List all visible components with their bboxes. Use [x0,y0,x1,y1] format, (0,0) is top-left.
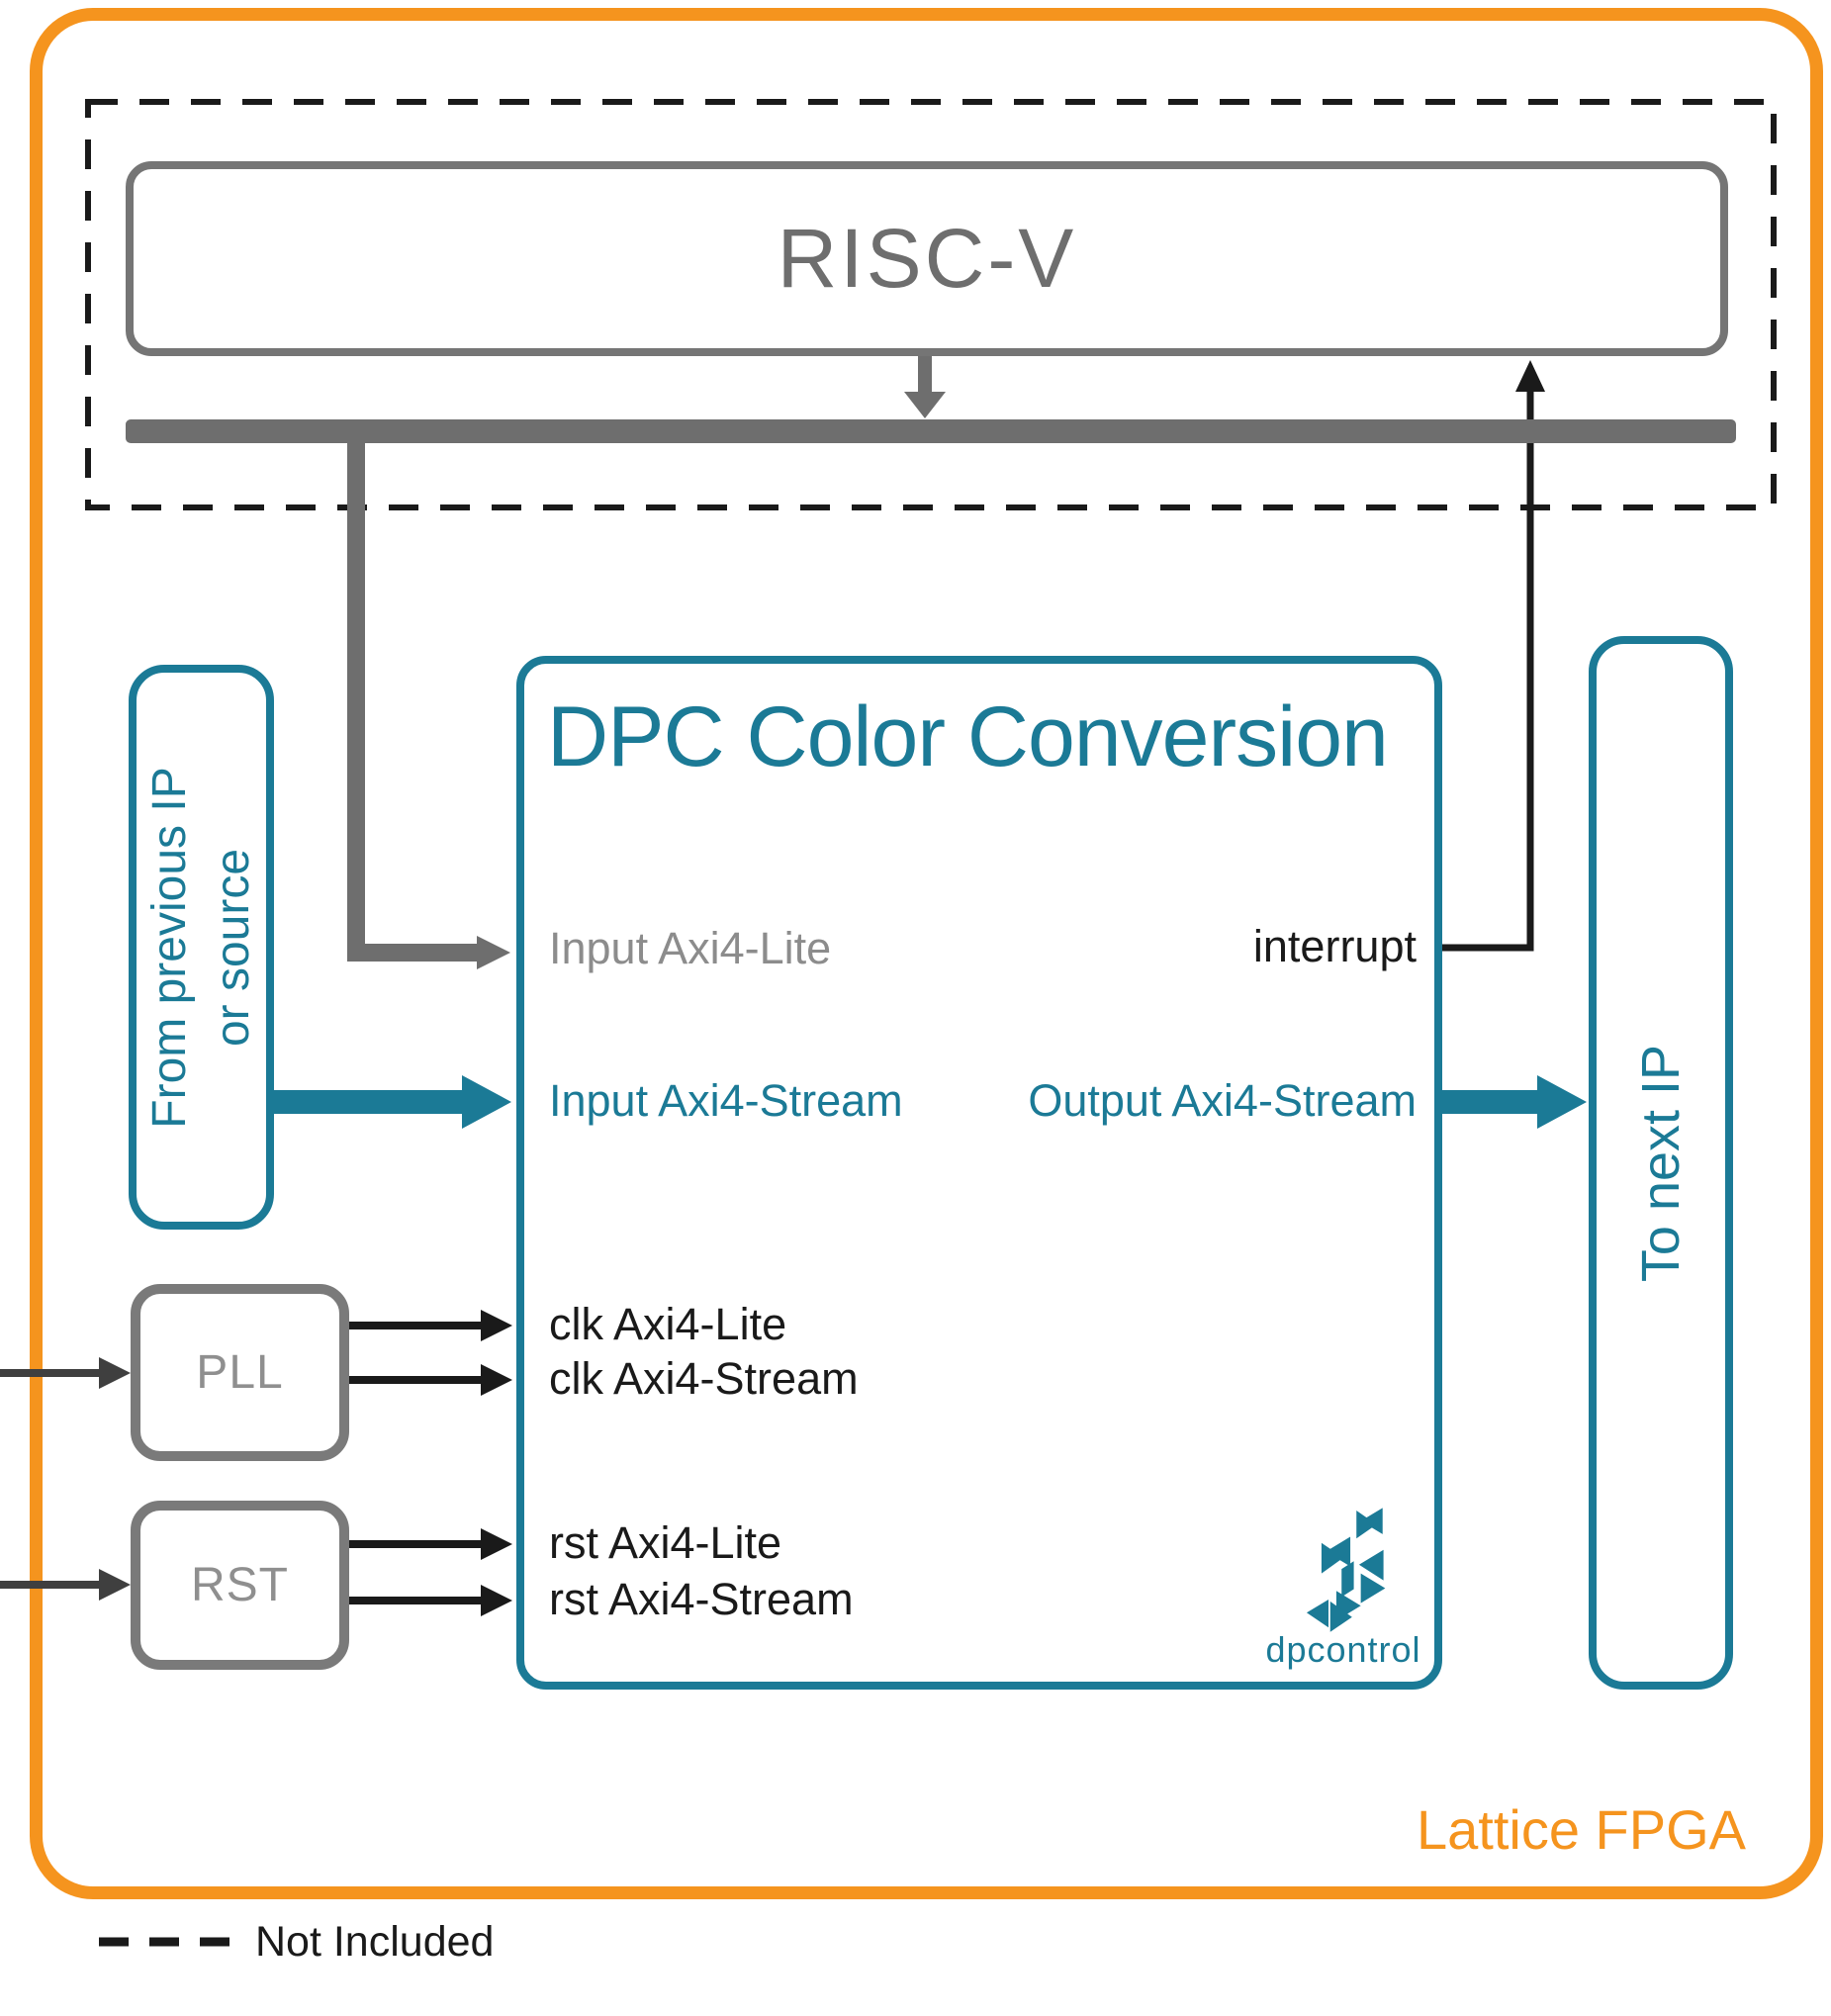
port-rst-axi4-lite: rst Axi4-Lite [549,1517,782,1568]
port-input-axi4-lite: Input Axi4-Lite [549,923,832,973]
riscv-box: RISC-V [126,161,1728,356]
from-previous-ip-line2: or source [207,848,259,1048]
port-rst-axi4-stream: rst Axi4-Stream [549,1574,854,1624]
port-clk-axi4-stream: clk Axi4-Stream [549,1353,859,1404]
pll-clk-stream-arrow [349,1364,512,1396]
bus-to-axi-lite-arrow [347,435,510,969]
port-input-axi4-stream: Input Axi4-Stream [549,1075,903,1126]
rst-lite-arrow [349,1528,512,1560]
pll-label: PLL [196,1346,284,1399]
pll-clk-lite-arrow [349,1310,512,1341]
legend-not-included-label: Not Included [255,1918,495,1966]
port-clk-axi4-lite: clk Axi4-Lite [549,1299,787,1349]
to-next-ip-box [1589,636,1733,1690]
dpcontrol-logo-text: dpcontrol [1265,1629,1421,1670]
rst-input-arrow [0,1569,131,1601]
interrupt-to-riscv-arrow [1442,360,1545,952]
fpga-label: Lattice FPGA [1416,1798,1746,1861]
dpcontrol-logo-icon [1306,1508,1386,1632]
dpc-title: DPC Color Conversion [547,689,1389,784]
rst-label: RST [191,1559,289,1611]
dpc-color-conversion-box [516,656,1442,1690]
fpga-boundary [30,8,1823,1899]
rst-stream-arrow [349,1585,512,1616]
axi-stream-input-arrow [274,1075,511,1129]
from-previous-ip-line1: From previous IP [143,767,196,1129]
not-included-boundary [85,99,1777,510]
rst-box: RST [131,1501,349,1670]
from-previous-ip-label: From previous IP or source [138,661,265,1235]
pll-box: PLL [131,1284,349,1461]
system-bus [126,419,1736,443]
riscv-to-bus-arrow [904,354,946,418]
from-previous-ip-box [129,665,274,1230]
to-next-ip-label: To next IP [1631,1044,1691,1283]
riscv-label: RISC-V [777,212,1077,305]
port-interrupt: interrupt [1252,921,1417,971]
port-output-axi4-stream: Output Axi4-Stream [1028,1075,1417,1126]
pll-input-arrow [0,1357,131,1389]
axi-stream-output-arrow [1442,1075,1587,1129]
